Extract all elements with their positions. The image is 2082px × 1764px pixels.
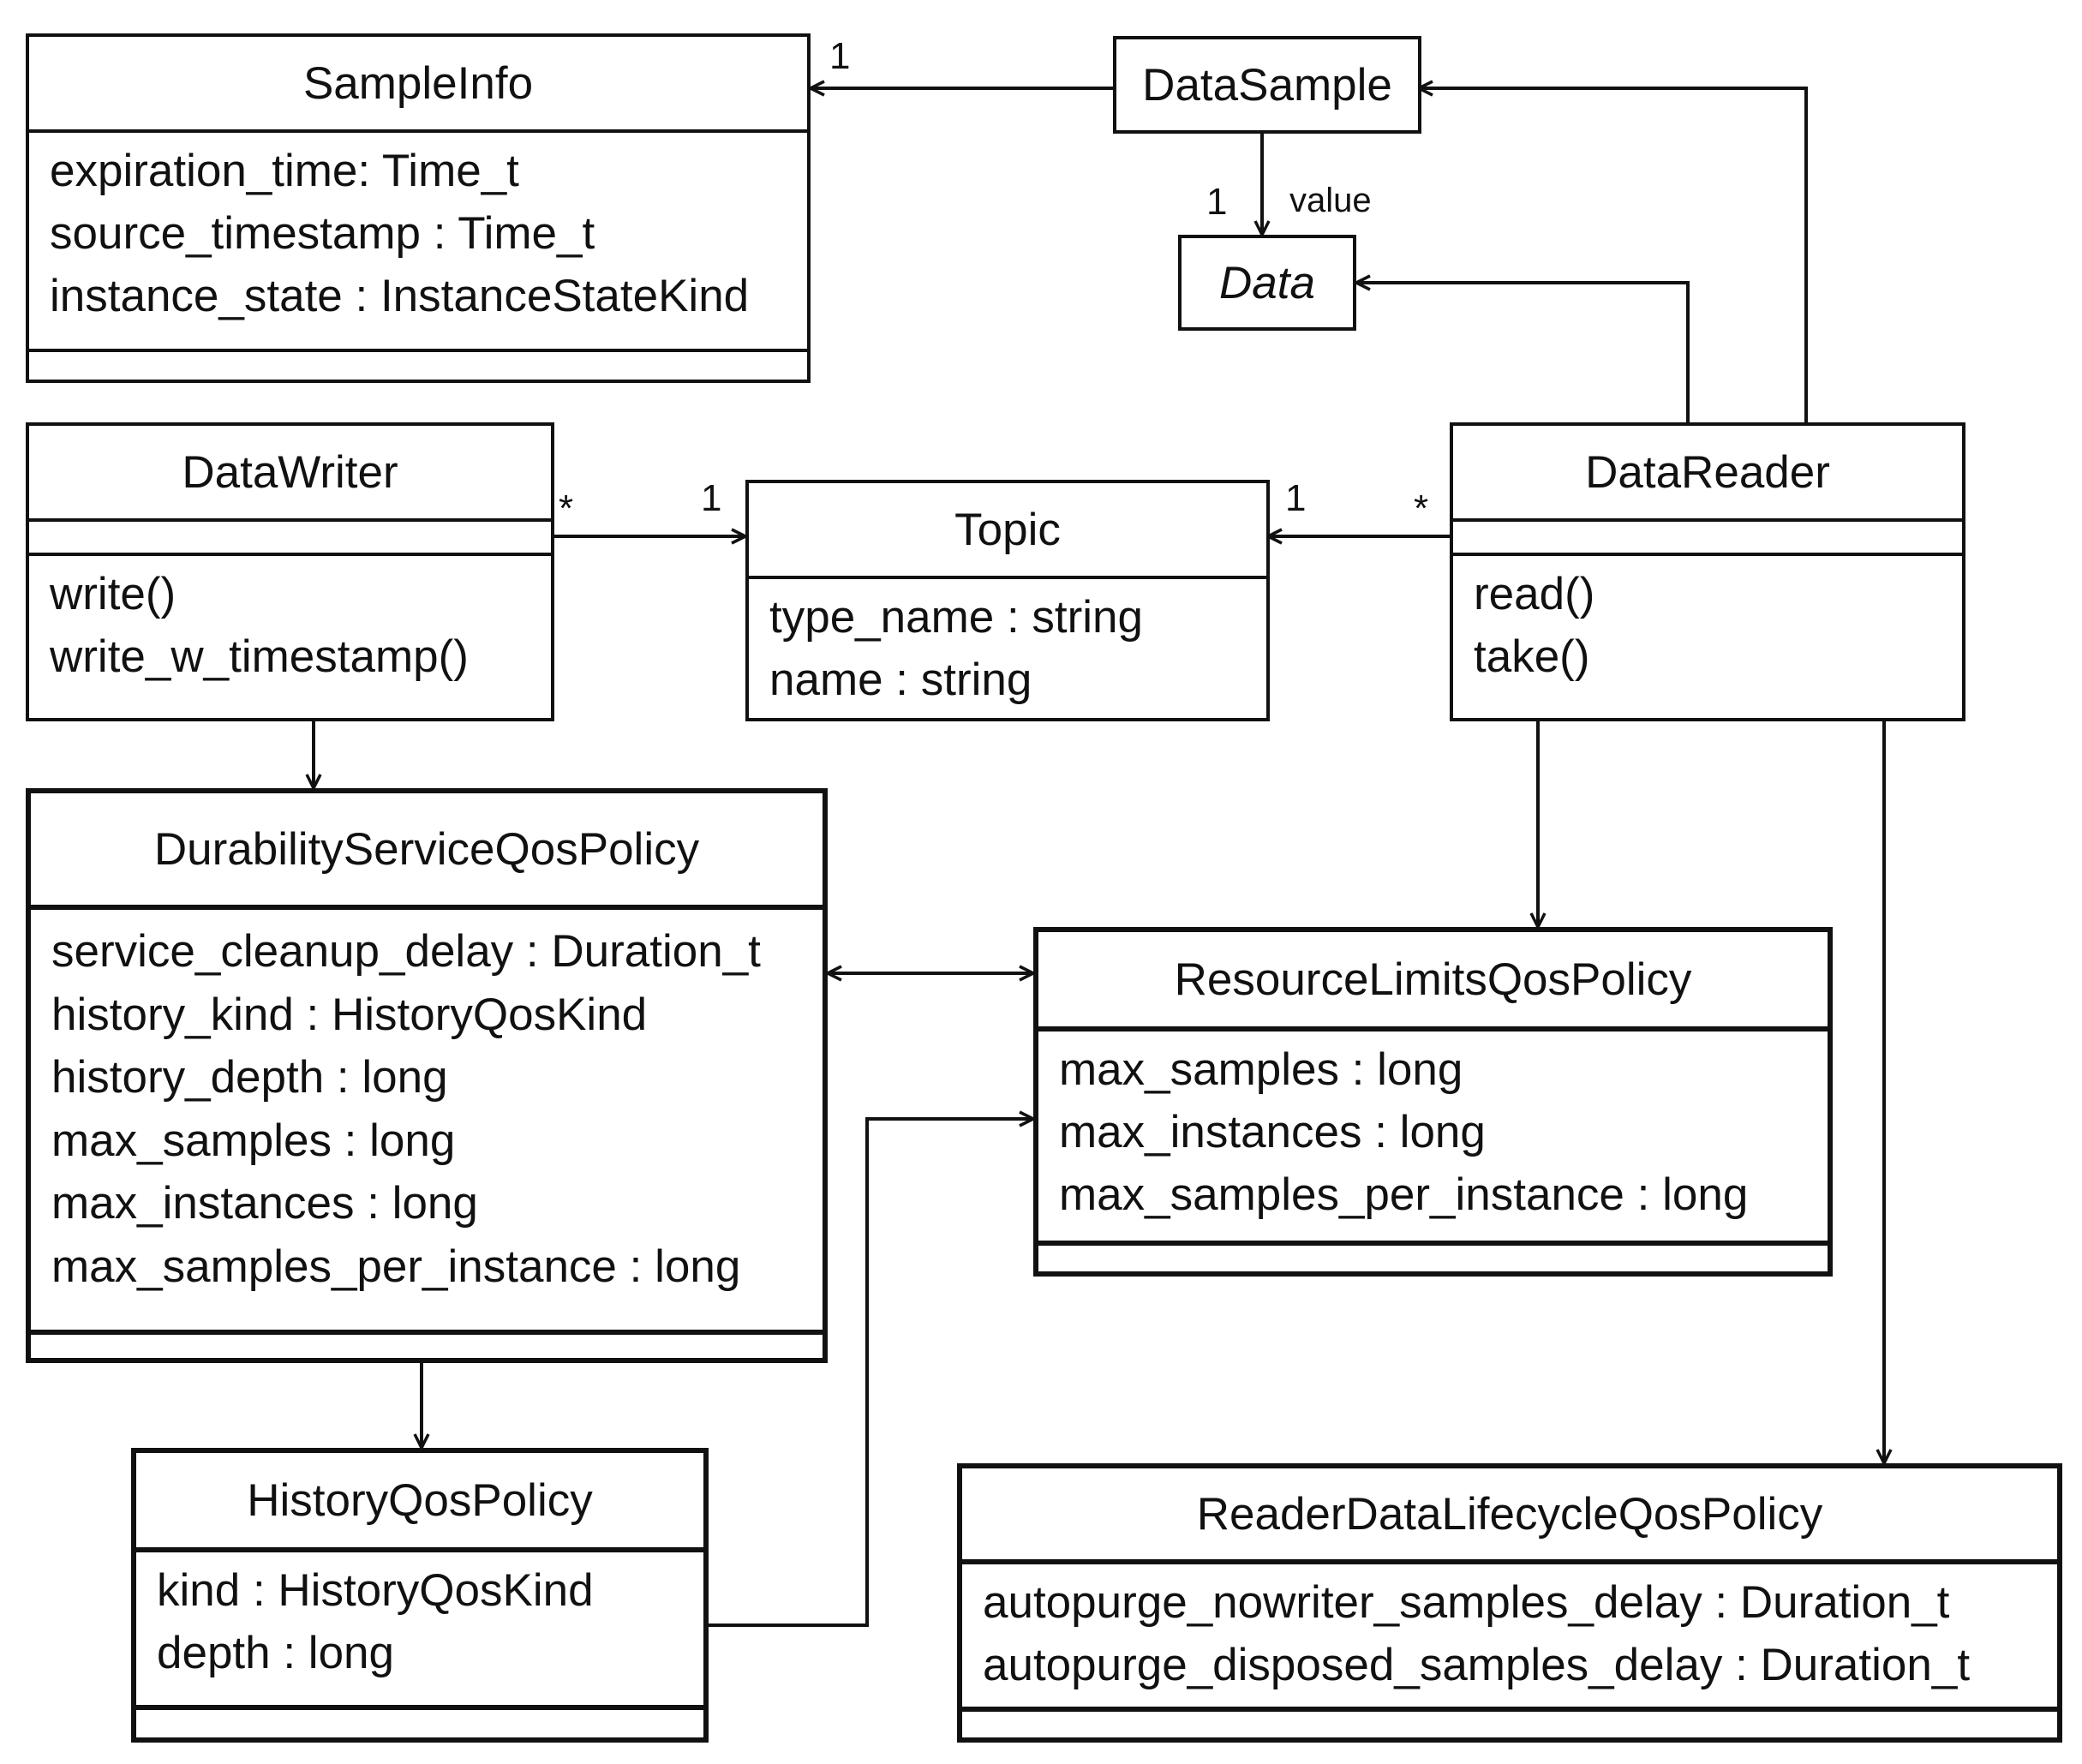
resourcelimitsqospolicy-attribute: max_samples : long (1059, 1044, 1463, 1095)
datareader-class-name: DataReader (1453, 426, 1962, 522)
sampleinfo-class[interactable]: SampleInfo expiration_time: Time_t sourc… (26, 33, 811, 383)
datawriter-operation: write() (50, 569, 176, 619)
durabilityserviceqospolicy-attribute: max_instances : long (51, 1178, 478, 1229)
sampleinfo-class-name: SampleInfo (29, 37, 807, 133)
readerdatalifecycleqospolicy-class-name: ReaderDataLifecycleQosPolicy (962, 1468, 2057, 1564)
datareader-to-data-line (1356, 283, 1690, 422)
historyqospolicy-operations (136, 1710, 703, 1717)
datareader-to-datasample-line (1419, 88, 1808, 422)
durabilityserviceqospolicy-class[interactable]: DurabilityServiceQosPolicy service_clean… (26, 788, 828, 1363)
datawriter-attributes (29, 522, 551, 556)
resourcelimitsqospolicy-attribute: max_instances : long (1059, 1107, 1486, 1157)
data-class[interactable]: Data (1178, 235, 1356, 331)
historyqospolicy-attribute: kind : HistoryQosKind (157, 1565, 594, 1616)
durabilityserviceqospolicy-attribute: max_samples : long (51, 1115, 456, 1166)
datawriter-topic-target-multiplicity: 1 (701, 477, 722, 519)
topic-class-name: Topic (749, 483, 1266, 579)
durabilityserviceqospolicy-attribute: history_kind : HistoryQosKind (51, 989, 648, 1040)
data-class-name: Data (1219, 257, 1315, 308)
durabilityserviceqospolicy-class-name: DurabilityServiceQosPolicy (31, 793, 823, 910)
data-role-label: value (1289, 182, 1372, 219)
readerdatalifecycleqospolicy-attribute: autopurge_nowriter_samples_delay : Durat… (983, 1577, 1950, 1628)
datasample-class-name: DataSample (1142, 59, 1392, 111)
sampleinfo-attribute: instance_state : InstanceStateKind (50, 271, 750, 321)
durabilityserviceqospolicy-attributes: service_cleanup_delay : Duration_t histo… (31, 910, 823, 1335)
durabilityserviceqospolicy-attribute: history_depth : long (51, 1052, 448, 1103)
datareader-topic-source-multiplicity: * (1414, 487, 1429, 529)
datawriter-operation: write_w_timestamp() (50, 631, 469, 682)
sampleinfo-multiplicity: 1 (829, 35, 851, 77)
historyqospolicy-attributes: kind : HistoryQosKind depth : long (136, 1552, 703, 1710)
datawriter-class-name: DataWriter (29, 426, 551, 522)
sampleinfo-attributes: expiration_time: Time_t source_timestamp… (29, 133, 807, 352)
datawriter-topic-source-multiplicity: * (559, 487, 574, 529)
durabilityserviceqospolicy-attribute: max_samples_per_instance : long (51, 1241, 741, 1292)
resourcelimitsqospolicy-operations (1038, 1246, 1828, 1253)
datareader-attributes (1453, 522, 1962, 556)
resourcelimitsqospolicy-attributes: max_samples : long max_instances : long … (1038, 1031, 1828, 1246)
readerdatalifecycleqospolicy-attribute: autopurge_disposed_samples_delay : Durat… (983, 1640, 1971, 1690)
history-to-resourcelimits-line (709, 1119, 1033, 1627)
data-multiplicity: 1 (1206, 181, 1228, 223)
topic-class[interactable]: Topic type_name : string name : string (745, 480, 1270, 721)
topic-attribute: type_name : string (769, 592, 1144, 643)
durabilityserviceqospolicy-attribute: service_cleanup_delay : Duration_t (51, 926, 761, 977)
datasample-class[interactable]: DataSample (1113, 36, 1421, 134)
readerdatalifecycleqospolicy-attributes: autopurge_nowriter_samples_delay : Durat… (962, 1564, 2057, 1712)
sampleinfo-attribute: source_timestamp : Time_t (50, 208, 595, 259)
resourcelimitsqospolicy-class[interactable]: ResourceLimitsQosPolicy max_samples : lo… (1033, 927, 1833, 1277)
datareader-class[interactable]: DataReader read() take() (1450, 422, 1965, 721)
datareader-operation: take() (1474, 631, 1590, 682)
resourcelimitsqospolicy-attribute: max_samples_per_instance : long (1059, 1169, 1749, 1220)
datareader-operation: read() (1474, 569, 1595, 619)
topic-attribute: name : string (769, 655, 1032, 705)
datawriter-operations: write() write_w_timestamp() (29, 556, 551, 688)
readerdatalifecycleqospolicy-class[interactable]: ReaderDataLifecycleQosPolicy autopurge_n… (957, 1463, 2062, 1743)
datareader-operations: read() take() (1453, 556, 1962, 688)
sampleinfo-attribute: expiration_time: Time_t (50, 146, 519, 196)
datareader-topic-target-multiplicity: 1 (1285, 477, 1307, 519)
durabilityserviceqospolicy-operations (31, 1335, 823, 1342)
historyqospolicy-attribute: depth : long (157, 1628, 395, 1678)
historyqospolicy-class[interactable]: HistoryQosPolicy kind : HistoryQosKind d… (131, 1448, 709, 1743)
sampleinfo-operations (29, 352, 807, 359)
datawriter-class[interactable]: DataWriter write() write_w_timestamp() (26, 422, 554, 721)
topic-attributes: type_name : string name : string (749, 579, 1266, 711)
historyqospolicy-class-name: HistoryQosPolicy (136, 1453, 703, 1552)
resourcelimitsqospolicy-class-name: ResourceLimitsQosPolicy (1038, 932, 1828, 1031)
readerdatalifecycleqospolicy-operations (962, 1712, 2057, 1719)
